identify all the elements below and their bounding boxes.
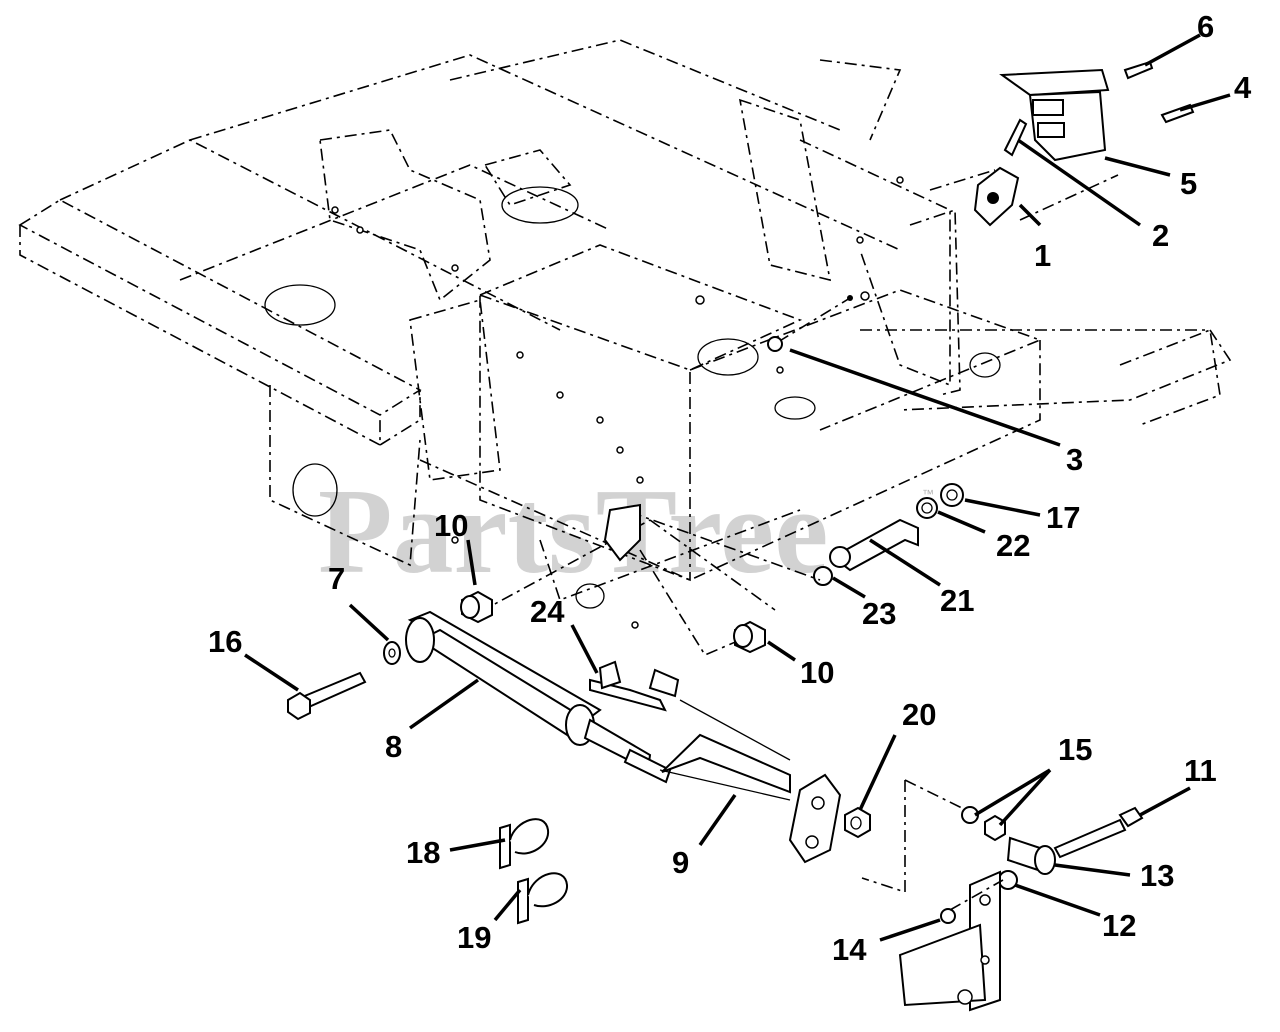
part-label-13[interactable]: 13 [1140, 858, 1174, 893]
bushings [460, 503, 776, 657]
linkage-hardware [861, 779, 1144, 1012]
part-label-4[interactable]: 4 [1234, 70, 1252, 105]
clips [499, 818, 569, 925]
part-label-22[interactable]: 22 [996, 528, 1030, 563]
part-label-3[interactable]: 3 [1066, 442, 1083, 477]
watermark-text: PartsTree [318, 464, 828, 599]
bolt-part-3 [767, 295, 853, 352]
bolt-washer [287, 641, 401, 721]
part-label-19[interactable]: 19 [457, 920, 491, 955]
part-label-14[interactable]: 14 [832, 932, 867, 967]
part-label-18[interactable]: 18 [406, 835, 440, 870]
leader-lines [244, 33, 1231, 942]
part-label-24[interactable]: 24 [530, 594, 565, 629]
part-label-11[interactable]: 11 [1184, 753, 1217, 788]
part-label-10-lower[interactable]: 10 [800, 655, 834, 690]
part-label-10-upper[interactable]: 10 [434, 508, 468, 543]
part-label-9[interactable]: 9 [672, 845, 689, 880]
part-label-1[interactable]: 1 [1034, 238, 1051, 273]
tractor-frame [18, 39, 1232, 629]
part-label-12[interactable]: 12 [1102, 908, 1136, 943]
part-label-20[interactable]: 20 [902, 697, 936, 732]
part-label-17[interactable]: 17 [1046, 500, 1080, 535]
switch-assembly [929, 60, 1195, 227]
part-label-21[interactable]: 21 [940, 583, 974, 618]
part-label-16[interactable]: 16 [208, 624, 242, 659]
part-label-7[interactable]: 7 [328, 561, 345, 596]
part-label-6[interactable]: 6 [1197, 9, 1214, 44]
part-label-23[interactable]: 23 [862, 596, 896, 631]
part-label-15[interactable]: 15 [1058, 732, 1092, 767]
part-label-8[interactable]: 8 [385, 729, 402, 764]
part-labels: 1 2 3 4 5 6 7 8 9 10 10 11 12 13 14 15 1… [208, 9, 1252, 967]
part-label-2[interactable]: 2 [1152, 218, 1169, 253]
cylinder-assembly [405, 610, 871, 864]
part-label-5[interactable]: 5 [1180, 166, 1197, 201]
